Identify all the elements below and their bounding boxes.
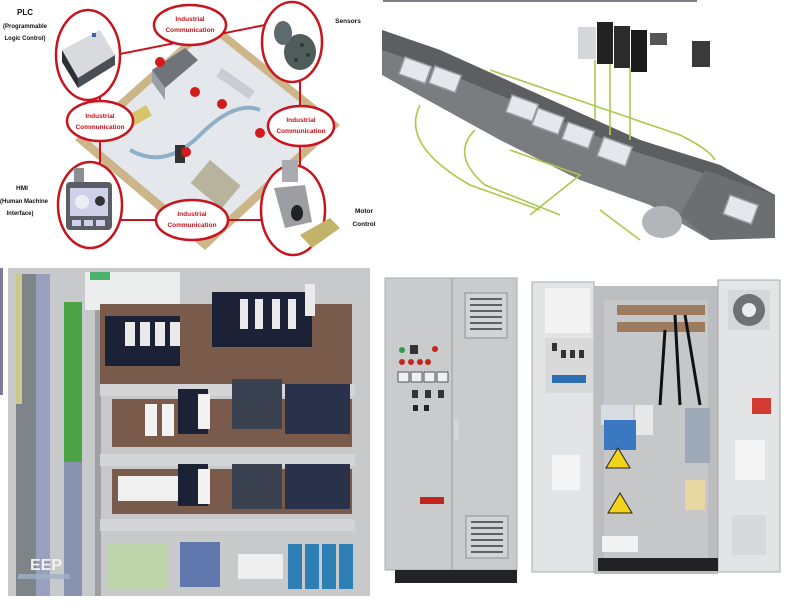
module-row-4: [108, 542, 353, 589]
conveyor-canvas: [382, 0, 775, 241]
svg-text:PLC: PLC: [17, 8, 33, 17]
diagram-canvas: Industrial Communication Industrial Comm…: [0, 0, 376, 257]
svg-text:Motor: Motor: [355, 208, 374, 215]
main-switch-handle: [420, 497, 444, 504]
servo-drives: [578, 22, 710, 72]
conveyor-automation-render: [380, 0, 799, 250]
sensor-ring: [260, 0, 324, 84]
hmi-label: HMI (Human Machine Interface): [0, 185, 49, 217]
module-row-2: [112, 379, 352, 447]
comm-oval-bottom: Industrial Communication: [154, 198, 230, 242]
left-edge-strip: [0, 268, 3, 395]
plc-network-diagram: Industrial Communication Industrial Comm…: [0, 0, 380, 258]
comm-oval-top: Industrial Communication: [152, 3, 228, 47]
open-cabinet: [531, 279, 781, 574]
factory-floor-illustration: [75, 20, 340, 250]
plc-label: PLC (Programmable Logic Control): [3, 8, 48, 42]
svg-text:(Human Machine: (Human Machine: [0, 199, 49, 205]
motor-control-label: Motor Control: [352, 208, 375, 228]
plc-ring: [54, 8, 122, 102]
trays: [397, 56, 760, 226]
cabinet-canvas: EEP: [8, 268, 370, 596]
svg-text:Communication: Communication: [165, 27, 214, 34]
svg-text:HMI: HMI: [16, 185, 28, 192]
comm-oval-right: Industrial Communication: [266, 104, 336, 148]
sensors-label: Sensors: [335, 18, 361, 25]
cabinets-canvas: [384, 277, 781, 583]
eep-watermark: EEP: [18, 557, 70, 579]
hmi-ring: [56, 160, 124, 250]
svg-text:Communication: Communication: [167, 222, 216, 229]
svg-text:Industrial: Industrial: [85, 113, 114, 120]
module-row-3: [112, 464, 352, 514]
svg-text:Interface): Interface): [6, 211, 33, 217]
svg-text:EEP: EEP: [30, 557, 62, 574]
svg-text:Industrial: Industrial: [175, 16, 204, 23]
cables: [414, 60, 716, 241]
svg-text:(Programmable: (Programmable: [3, 24, 48, 30]
svg-text:Logic Control): Logic Control): [5, 36, 46, 42]
svg-text:Sensors: Sensors: [335, 18, 361, 25]
module-row-1: [100, 284, 352, 384]
comm-oval-left: Industrial Communication: [65, 99, 135, 143]
svg-text:Control: Control: [352, 221, 375, 228]
electrical-cabinets-photo: [380, 260, 799, 609]
closed-cabinet: [384, 277, 518, 583]
svg-text:Communication: Communication: [75, 124, 124, 131]
motor-ring: [259, 160, 340, 257]
terminal-block-green: [64, 302, 82, 462]
svg-text:Industrial: Industrial: [177, 211, 206, 218]
motor: [642, 206, 682, 238]
svg-text:Communication: Communication: [276, 128, 325, 135]
plc-control-cabinet-photo: EEP: [0, 264, 370, 596]
svg-text:Industrial: Industrial: [286, 117, 315, 124]
